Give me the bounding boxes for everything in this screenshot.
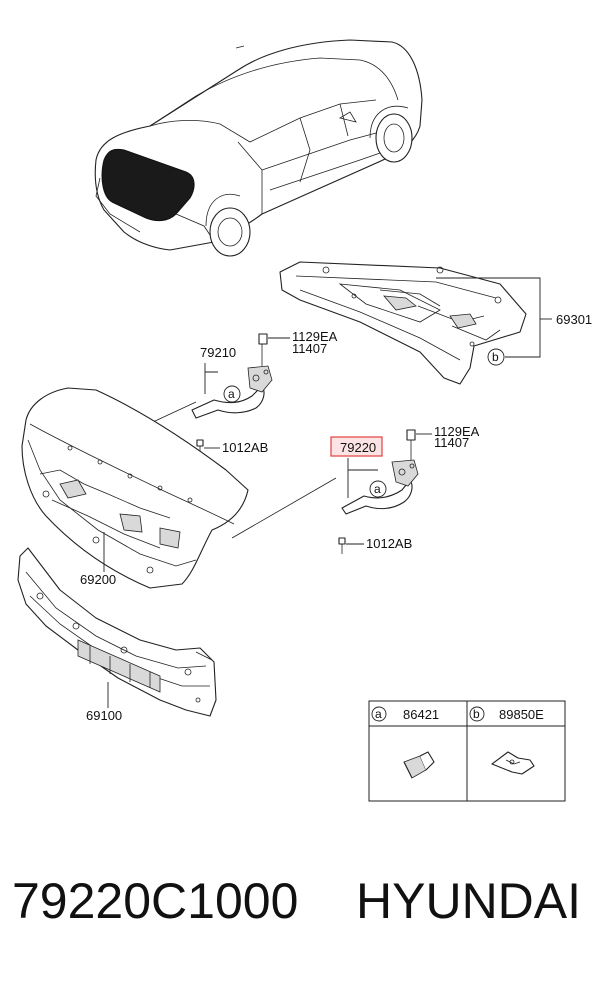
label-69301: 69301 <box>556 312 592 327</box>
back-panel <box>17 547 217 717</box>
callout-b-tray <box>487 348 505 366</box>
clip-86421-drawing <box>403 751 435 779</box>
label-79220: 79220 <box>340 440 376 455</box>
trunk-lid <box>21 387 249 589</box>
label-1129ea-left: 1129EA <box>292 329 338 344</box>
screw-right <box>338 537 346 554</box>
label-1012ab-right: 1012AB <box>366 536 412 551</box>
legend-marker-a-letter: a <box>375 707 382 721</box>
clip-89850e-drawing <box>491 751 535 775</box>
parts-legend-table: a 86421 b 89850E <box>368 700 566 802</box>
footer-brand: HYUNDAI <box>356 873 582 929</box>
hinge-right <box>341 429 419 515</box>
legend-marker-b-letter: b <box>473 707 480 721</box>
label-69200: 69200 <box>80 572 116 587</box>
label-69100: 69100 <box>86 708 122 723</box>
car-illustration <box>94 39 423 257</box>
callout-a-right-letter: a <box>374 482 381 496</box>
legend-marker-a <box>371 706 387 722</box>
highlight-box-79220 <box>330 436 383 457</box>
callout-a-left-letter: a <box>228 387 235 401</box>
label-1012ab-left: 1012AB <box>222 440 268 455</box>
callout-a-left <box>223 385 241 403</box>
label-11407-right: 11407 <box>434 435 469 450</box>
footer-part-number: 79220C1000 <box>12 873 299 929</box>
legend-marker-b <box>469 706 485 722</box>
label-1129ea-right: 1129EA <box>434 424 480 439</box>
legend-part-86421: 86421 <box>403 707 439 722</box>
rear-package-tray <box>279 261 527 385</box>
label-79210: 79210 <box>200 345 236 360</box>
callout-b-tray-letter: b <box>492 350 499 364</box>
label-11407-left: 11407 <box>292 341 327 356</box>
legend-part-89850e: 89850E <box>499 707 544 722</box>
hinge-left <box>191 333 273 419</box>
callout-a-right <box>369 480 387 498</box>
